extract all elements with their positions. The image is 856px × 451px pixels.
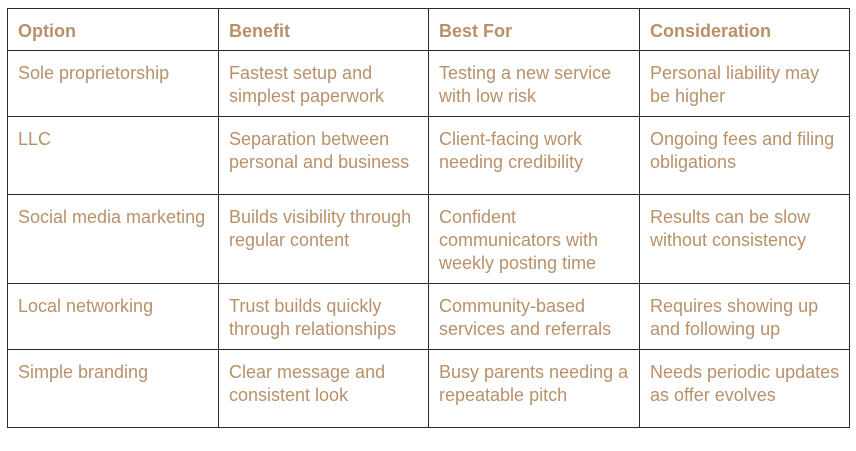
- table-row: LLC Separation between personal and busi…: [7, 116, 850, 195]
- table-row: Social media marketing Builds visibility…: [7, 194, 850, 284]
- cell-benefit: Separation between personal and business: [218, 116, 429, 195]
- cell-option: LLC: [7, 116, 219, 195]
- cell-benefit: Clear message and consistent look: [218, 349, 429, 428]
- cell-best-for: Community-based services and referrals: [428, 283, 640, 350]
- table-row: Local networking Trust builds quickly th…: [7, 283, 850, 350]
- comparison-table-container: Option Benefit Best For Consideration So…: [7, 8, 850, 428]
- cell-consideration: Personal liability may be higher: [639, 50, 850, 117]
- cell-option: Sole proprietorship: [7, 50, 219, 117]
- cell-consideration: Results can be slow without consistency: [639, 194, 850, 284]
- table-header-row: Option Benefit Best For Consideration: [7, 8, 850, 51]
- cell-consideration: Ongoing fees and filing obligations: [639, 116, 850, 195]
- table-row: Sole proprietorship Fastest setup and si…: [7, 50, 850, 117]
- cell-best-for: Confident communicators with weekly post…: [428, 194, 640, 284]
- cell-benefit: Builds visibility through regular conten…: [218, 194, 429, 284]
- cell-best-for: Testing a new service with low risk: [428, 50, 640, 117]
- header-option: Option: [7, 8, 219, 51]
- cell-consideration: Requires showing up and following up: [639, 283, 850, 350]
- table-row: Simple branding Clear message and consis…: [7, 349, 850, 428]
- header-best-for: Best For: [428, 8, 640, 51]
- cell-best-for: Busy parents needing a repeatable pitch: [428, 349, 640, 428]
- cell-benefit: Fastest setup and simplest paperwork: [218, 50, 429, 117]
- header-benefit: Benefit: [218, 8, 429, 51]
- comparison-table: Option Benefit Best For Consideration So…: [7, 8, 850, 428]
- header-consideration: Consideration: [639, 8, 850, 51]
- cell-option: Local networking: [7, 283, 219, 350]
- cell-best-for: Client-facing work needing credibility: [428, 116, 640, 195]
- cell-consideration: Needs periodic updates as offer evolves: [639, 349, 850, 428]
- cell-benefit: Trust builds quickly through relationshi…: [218, 283, 429, 350]
- cell-option: Social media marketing: [7, 194, 219, 284]
- cell-option: Simple branding: [7, 349, 219, 428]
